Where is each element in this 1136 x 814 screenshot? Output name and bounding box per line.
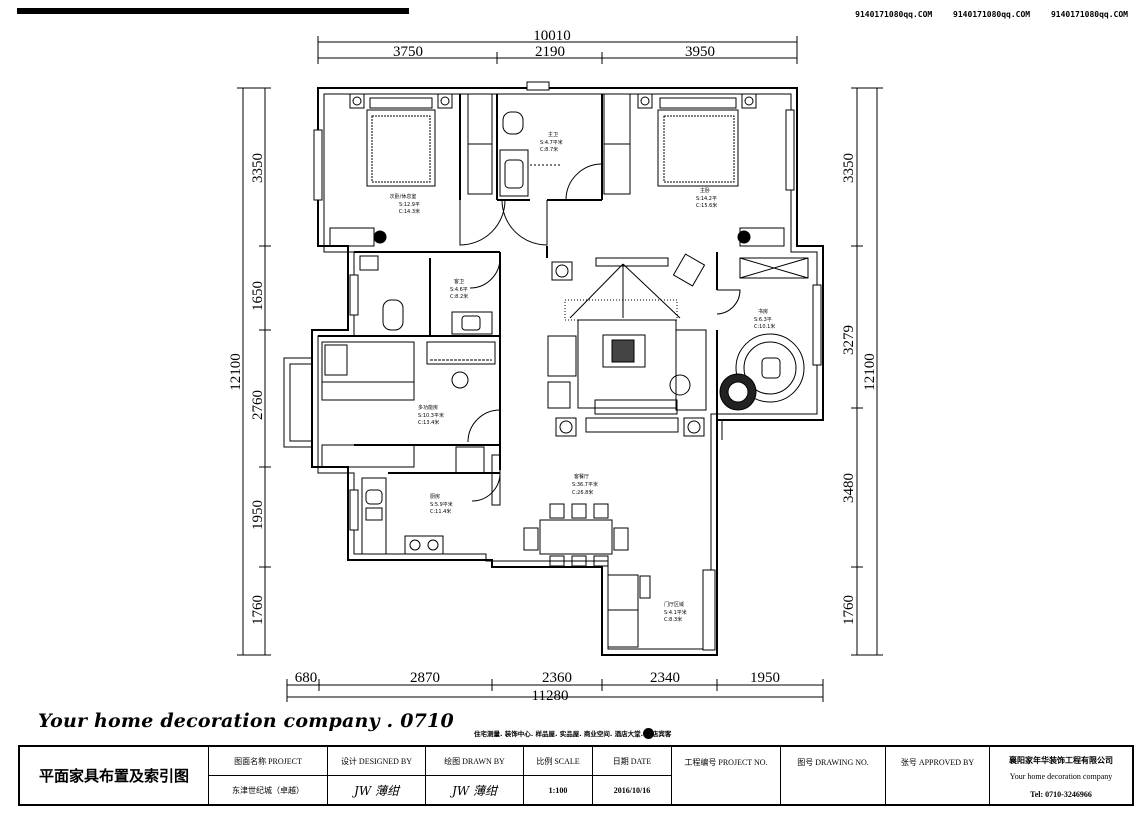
room-labels: 次卧/休息室 S:12.9平 C:14.3米 主卫 S:4.7平米 C:8.7米…: [390, 131, 776, 623]
room-area: S:10.3平米: [418, 412, 444, 419]
dim-bottom-seg: 2340: [650, 670, 680, 686]
room-name: 门厅区域: [664, 601, 684, 608]
multi-room-furniture: [321, 341, 496, 474]
email: 9140171080qq.COM: [953, 10, 1031, 19]
room-perimeter: C:8.2米: [450, 293, 468, 300]
room-perimeter: C:10.1米: [754, 323, 775, 330]
dining-set: [523, 503, 629, 567]
dim-left-seg: 1650: [250, 281, 266, 311]
dim-bottom-seg: 2360: [542, 670, 572, 686]
dim-top-seg: 3950: [685, 44, 715, 60]
date-value: 2016/10/16: [613, 785, 651, 795]
dim-right-seg: 3350: [841, 153, 857, 183]
room-name: 次卧/休息室: [390, 193, 417, 200]
email: 9140171080qq.COM: [855, 10, 933, 19]
master-bed: [603, 93, 785, 247]
dim-right-seg: 1760: [841, 595, 857, 625]
living-room-furniture: [547, 253, 707, 437]
dimension-labels: 10010 3750 2190 3950 680 2870 2360 2340 …: [228, 28, 878, 704]
dim-bottom-seg: 1950: [750, 670, 780, 686]
dim-right-total: 12100: [862, 353, 878, 391]
email-list: 9140171080qq.COM 9140171080qq.COM 914017…: [839, 10, 1128, 19]
room-perimeter: C:14.3米: [399, 208, 420, 215]
room-area: S:12.9平: [399, 202, 420, 208]
room-area: S:36.7平米: [572, 481, 598, 488]
designer-signature: JW 薄绀: [354, 783, 399, 798]
dim-left-seg: 1760: [250, 595, 266, 625]
master-bath-fixtures: [499, 111, 560, 197]
legend-dot-icon: [643, 728, 654, 739]
room-name: 多功能房: [418, 404, 438, 411]
room-perimeter: C:11.4米: [430, 508, 451, 515]
windows: [313, 81, 822, 651]
room-name: 客卫: [454, 278, 464, 285]
room-perimeter: C:8.3米: [664, 616, 682, 623]
guest-bed: [329, 93, 493, 247]
title-block: 平面家具布置及索引图 图面名称 PROJECT 东津世纪城（卓越） 设计 DES…: [18, 745, 1134, 806]
room-area: S:4.6平: [450, 287, 468, 293]
designed-label: 设计 DESIGNED BY: [340, 756, 413, 766]
room-perimeter: C:26.8米: [572, 489, 593, 496]
room-area: S:6.3平: [754, 317, 772, 323]
scale-value: 1:100: [548, 785, 568, 795]
project-value: 东津世纪城（卓越）: [232, 785, 304, 795]
room-name: 主卫: [548, 131, 558, 138]
company-tel: Tel: 0710-3246966: [1030, 789, 1092, 799]
dim-bottom-seg: 2870: [410, 670, 440, 686]
room-name: 厨房: [430, 493, 440, 500]
foyer-cabinet: [607, 574, 651, 648]
dim-bottom-seg: 680: [295, 670, 318, 686]
walls: [283, 87, 824, 656]
dim-top-seg: 3750: [393, 44, 423, 60]
floor-plan: 10010 3750 2190 3950 680 2870 2360 2340 …: [228, 28, 883, 704]
room-perimeter: C:8.7米: [540, 146, 558, 153]
drawing-title: 平面家具布置及索引图: [38, 767, 189, 785]
kitchen-fixtures: [361, 454, 501, 555]
legend-note: 住宅测量. 装饰中心. 样品屋. 实品屋. 商业空间. 酒店大堂. 私店宾客: [474, 730, 672, 738]
room-perimeter: C:15.6米: [696, 202, 717, 209]
dim-left-seg: 1950: [250, 500, 266, 530]
dim-right-seg: 3279: [841, 325, 857, 355]
room-area: S:14.2平: [696, 196, 717, 202]
room-name: 主卧: [700, 187, 710, 194]
room-name: 书房: [758, 308, 768, 315]
study-furniture: [719, 257, 809, 440]
dim-left-seg: 3350: [250, 153, 266, 183]
dim-left-total: 12100: [228, 353, 244, 391]
dim-top-seg: 2190: [535, 44, 565, 60]
room-area: S:5.9平米: [430, 501, 453, 508]
drawn-label: 绘图 DRAWN BY: [444, 756, 505, 766]
drawing-no-label: 图号 DRAWING NO.: [797, 758, 869, 767]
company-tagline: Your home decoration company . 0710: [38, 710, 454, 732]
header-bar: [17, 8, 409, 14]
dim-right-seg: 3480: [841, 473, 857, 503]
approved-label: 张号 APPROVED BY: [900, 758, 975, 767]
project-no-label: 工程编号 PROJECT NO.: [684, 758, 768, 767]
dim-top-total: 10010: [533, 28, 571, 44]
room-area: S:4.7平米: [540, 139, 563, 146]
dim-bottom-total: 11280: [532, 688, 569, 704]
drawer-signature: JW 薄绀: [452, 783, 497, 798]
project-label: 图面名称 PROJECT: [234, 756, 302, 766]
room-name: 客餐厅: [574, 473, 589, 480]
room-area: S:4.1平米: [664, 609, 687, 616]
date-label: 日期 DATE: [612, 756, 652, 766]
email: 9140171080qq.COM: [1050, 10, 1128, 19]
dimension-lines: [237, 36, 883, 702]
doors: [459, 163, 741, 502]
dim-left-seg: 2760: [250, 390, 266, 420]
company-en: Your home decoration company: [1009, 771, 1113, 781]
room-perimeter: C:13.4米: [418, 419, 439, 426]
scale-label: 比例 SCALE: [536, 756, 580, 766]
guest-bath-fixtures: [359, 255, 493, 335]
company-cn: 襄阳家年华装饰工程有限公司: [1009, 755, 1113, 765]
furniture: [321, 93, 809, 648]
